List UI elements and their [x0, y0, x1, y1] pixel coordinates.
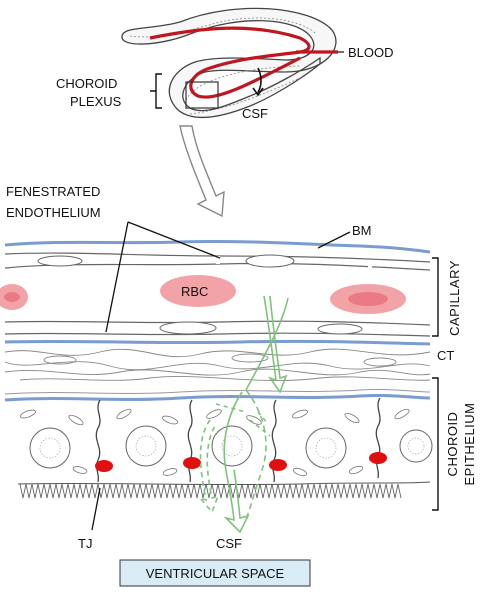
csf-flow-arrows: [197, 295, 289, 534]
tight-junction: [183, 457, 201, 469]
tj-label: TJ: [78, 536, 92, 551]
csf-bottom-label: CSF: [216, 536, 242, 551]
epithelial-nucleus: [29, 427, 71, 469]
epithelial-nucleus: [125, 425, 167, 467]
bm-label: BM: [352, 223, 372, 238]
fenestrated-label-line1: FENESTRATED: [6, 184, 100, 199]
choroid-plexus-label-line2: PLEXUS: [70, 94, 122, 109]
epithelial-nucleus: [305, 427, 347, 469]
rbc-label: RBC: [181, 284, 208, 299]
tight-junction: [95, 460, 113, 472]
rbc-center: [160, 275, 236, 307]
endothelial-nucleus: [245, 254, 295, 268]
choroid-epithelium-label-line2: EPITHELIUM: [462, 402, 477, 485]
ct-label: CT: [437, 348, 454, 363]
choroid-epithelium: [4, 377, 439, 511]
fenestrated-label-line2: ENDOTHELIUM: [6, 205, 101, 220]
endothelial-nucleus: [159, 321, 217, 335]
connective-tissue: [4, 348, 431, 381]
leader-lines: [91, 221, 351, 531]
csf-top-label: CSF: [242, 106, 268, 121]
capillary: [0, 239, 439, 346]
choroid-epithelium-label-line1: CHOROID: [445, 412, 460, 477]
choroid-plexus-label-line1: CHOROID: [56, 76, 117, 91]
zoom-arrow: [179, 125, 225, 218]
choroid-plexus-fold: [121, 7, 344, 119]
endothelial-nucleus: [317, 323, 363, 335]
blood-label: BLOOD: [348, 45, 394, 60]
endothelial-nucleus: [37, 255, 83, 267]
ventricular-space-label: VENTRICULAR SPACE: [146, 566, 285, 581]
ventricular-space-box: VENTRICULAR SPACE: [119, 559, 311, 587]
capillary-label: CAPILLARY: [447, 260, 462, 336]
epithelial-nucleus: [399, 429, 433, 463]
epithelial-nucleus: [211, 425, 253, 467]
tight-junction: [269, 459, 287, 471]
tight-junction: [369, 452, 387, 464]
